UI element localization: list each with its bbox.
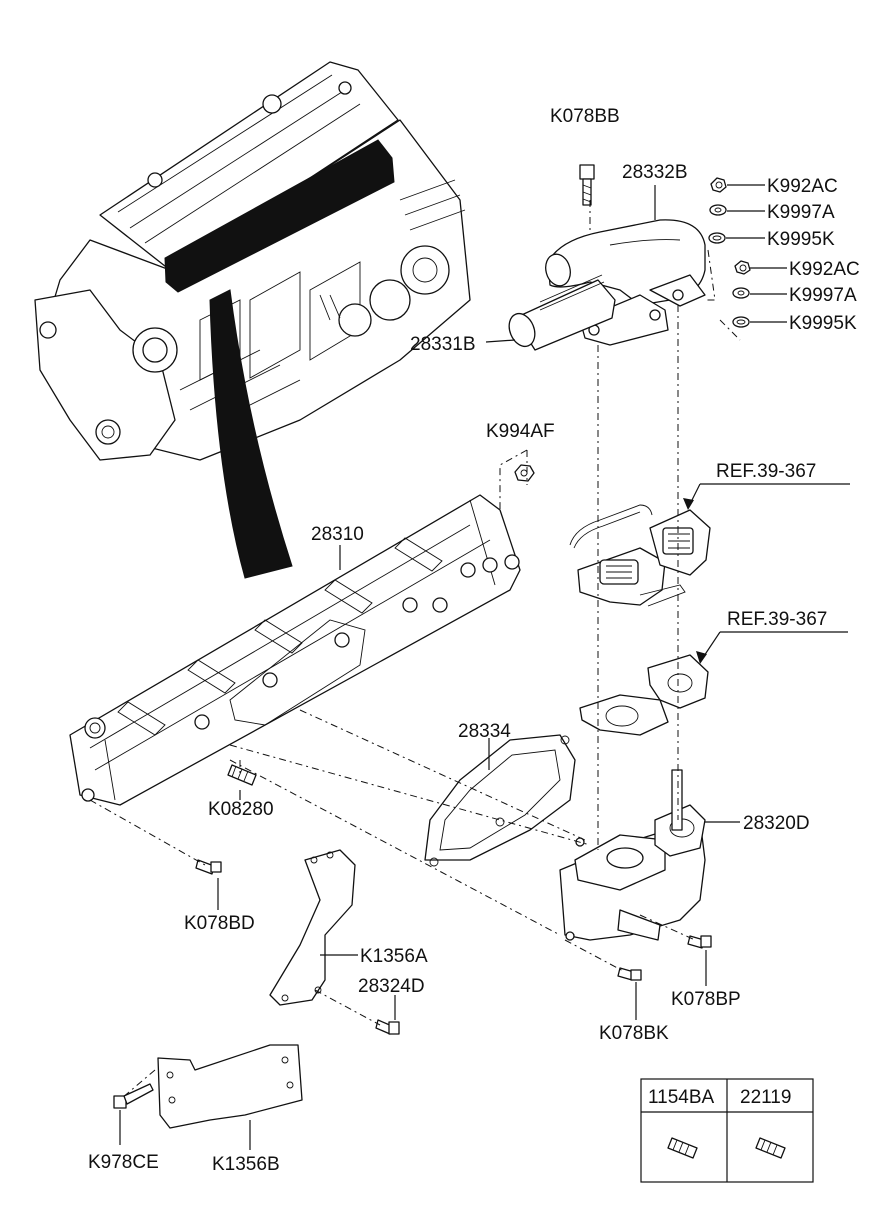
label-k978ce: K978CE (88, 1152, 159, 1173)
stud-k08280-icon (227, 764, 257, 786)
label-k9997a-2: K9997A (789, 285, 857, 306)
engine-illustration (34, 61, 471, 579)
table-header-22119: 22119 (740, 1087, 791, 1108)
label-28310: 28310 (311, 524, 364, 545)
stud-1154ba-icon (667, 1137, 698, 1159)
label-k994af: K994AF (486, 421, 555, 442)
bracket-k1356b (157, 1044, 303, 1129)
part-labels: K078BB 28332B K992AC K9997A K9995K K992A… (88, 106, 860, 1175)
ref-arrow-2-icon (696, 651, 707, 664)
outlet-pipe-assembly (508, 164, 751, 482)
table-header-1154ba: 1154BA (648, 1087, 715, 1108)
gasket-28334 (424, 734, 576, 867)
label-28334: 28334 (458, 721, 511, 742)
label-28332b: 28332B (622, 162, 688, 183)
bolt-28324d-icon (375, 1019, 400, 1035)
bolt-k078bk-icon (617, 967, 642, 981)
label-28320d: 28320D (743, 813, 810, 834)
nut-k992ac-2-icon (734, 260, 751, 275)
label-k9997a-1: K9997A (767, 202, 835, 223)
manifold-28310 (69, 494, 521, 806)
ref-valve-assembly (569, 504, 711, 736)
parts-table: 1154BA 22119 (640, 1078, 814, 1183)
label-k078bb: K078BB (550, 106, 620, 127)
label-k992ac-1: K992AC (767, 176, 838, 197)
washer-k9995k-icon (708, 232, 726, 244)
bolt-k078bd-icon (195, 859, 222, 875)
bolt-k978ce-icon (113, 1083, 154, 1109)
label-k9995k-2: K9995K (789, 313, 857, 334)
assembly-center-lines (89, 200, 741, 1099)
label-28324d: 28324D (358, 976, 425, 997)
label-k08280: K08280 (208, 799, 274, 820)
bolt-k078bp-icon (687, 935, 712, 949)
label-k992ac-2: K992AC (789, 259, 860, 280)
bracket-k1356a (269, 849, 356, 1006)
ref-arrow-1-icon (683, 498, 694, 510)
label-ref-2: REF.39-367 (727, 609, 827, 630)
egr-housing-28320d (559, 769, 706, 941)
nut-k994af-icon (514, 464, 535, 482)
washer-k9997a-2-icon (732, 287, 750, 299)
label-k1356b: K1356B (212, 1154, 280, 1175)
label-k078bp: K078BP (671, 989, 741, 1010)
label-k078bk: K078BK (599, 1023, 669, 1044)
leader-lines (119, 184, 850, 1150)
stud-22119-icon (755, 1137, 786, 1159)
label-k078bd: K078BD (184, 913, 255, 934)
washer-k9995k-2-icon (732, 316, 750, 328)
label-ref-1: REF.39-367 (716, 461, 816, 482)
label-28331b: 28331B (410, 334, 476, 355)
nut-k992ac-icon (710, 177, 727, 193)
washer-k9997a-icon (709, 204, 727, 216)
label-k1356a: K1356A (360, 946, 428, 967)
label-k9995k-1: K9995K (767, 229, 835, 250)
